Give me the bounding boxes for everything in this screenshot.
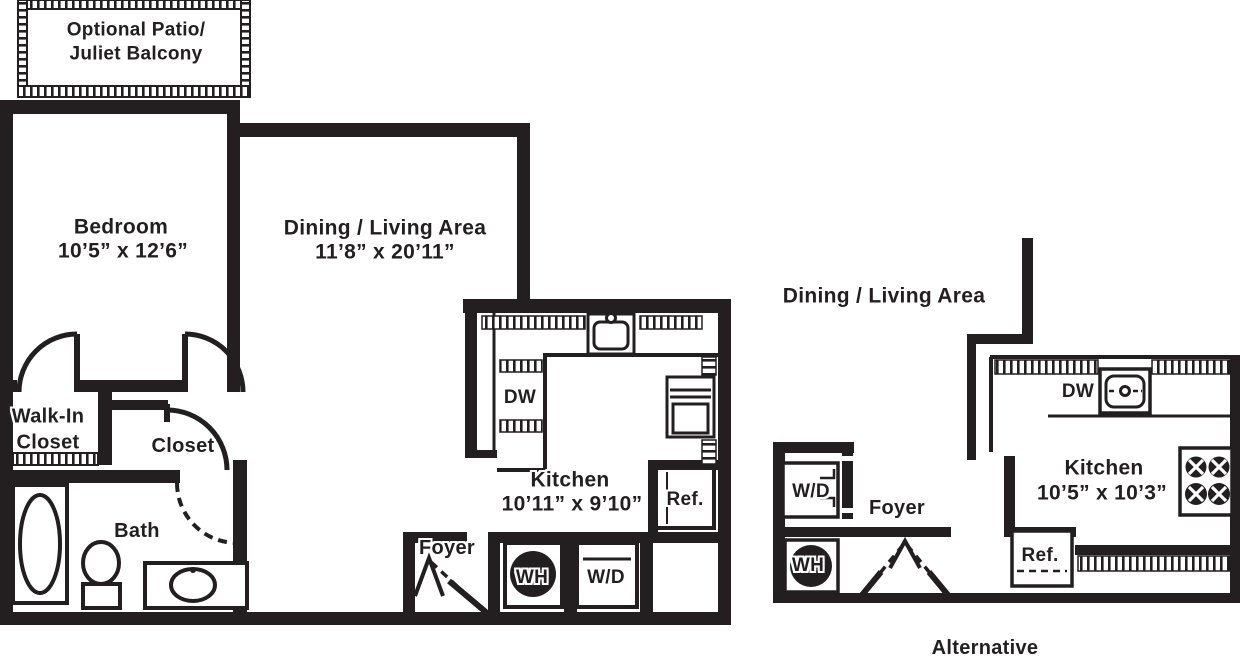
water-heater-label: WH — [515, 566, 549, 588]
kitchen-sink-fixture — [586, 312, 636, 356]
dining-living-label: Dining / Living Area — [283, 216, 487, 240]
alt-entry-door — [859, 536, 951, 597]
bath-fixtures — [11, 483, 249, 610]
alt-water-heater-fixture — [783, 538, 840, 594]
alt-kitchen-label: Kitchen — [1064, 456, 1144, 480]
foyer-label: Foyer — [419, 537, 475, 560]
refrigerator-fixture — [654, 466, 716, 530]
door-pivot-notches — [841, 456, 854, 513]
kitchen-dimensions: 10’11” x 9’10” — [501, 492, 643, 516]
kitchen-label: Kitchen — [530, 468, 610, 492]
water-heater-fixture — [503, 541, 564, 609]
alt-dishwasher-label: DW — [1061, 380, 1095, 402]
entry-door-arrow — [888, 536, 922, 569]
range-fixture — [665, 375, 716, 439]
entry-door-arrow — [413, 552, 445, 597]
faucet-icon — [190, 567, 196, 573]
vanity-sink-fixture — [143, 561, 249, 610]
alt-foyer-label: Foyer — [869, 497, 925, 520]
main-walls — [0, 100, 731, 625]
bath-label: Bath — [114, 520, 160, 543]
bathtub-fixture — [11, 483, 69, 605]
faucet-icon — [605, 312, 617, 324]
kitchen-counters — [481, 313, 718, 472]
toilet-fixture — [81, 540, 122, 610]
alternative-caption: Alternative — [931, 637, 1039, 660]
alt-kitchen-dimensions: 10’5” x 10’3” — [1037, 481, 1167, 505]
alt-refrigerator-fixture — [1010, 529, 1074, 588]
alt-kitchen-counters — [989, 355, 1231, 572]
faucet-icon — [1119, 385, 1131, 397]
alternative-floor-plan — [773, 238, 1240, 603]
entry-door-leaf — [447, 578, 489, 616]
main-floor-plan — [0, 0, 731, 625]
bedroom-left-door-arc — [16, 331, 78, 393]
washer-dryer-label: W/D — [587, 566, 625, 588]
dining-living-dimensions: 11’8” x 20’11” — [315, 240, 455, 264]
refrigerator-label: Ref. — [666, 488, 704, 510]
walk-in-closet-label: Walk-In Closet — [11, 405, 85, 453]
alt-water-heater-label: WH — [791, 554, 825, 576]
closet-door-arc — [166, 407, 230, 471]
alt-dining-living-label: Dining / Living Area — [782, 284, 986, 308]
alt-refrigerator-label: Ref. — [1021, 544, 1059, 566]
alt-washer-dryer-label: W/D — [792, 480, 830, 502]
alt-walls — [773, 238, 1240, 603]
stove-fixture — [1178, 446, 1234, 517]
burner-icons — [1185, 456, 1230, 505]
bedroom-dimensions: 10’5” x 12’6” — [58, 239, 188, 263]
balcony-label: Optional Patio/ Juliet Balcony — [66, 19, 206, 65]
bedroom-right-door-arc — [184, 331, 246, 393]
door-swings — [16, 331, 489, 616]
alt-washer-dryer-fixture — [781, 461, 840, 519]
alt-kitchen-sink-fixture — [1098, 367, 1152, 415]
bath-door-arc-dashed — [175, 482, 238, 545]
washer-dryer-fixture — [575, 541, 639, 609]
dishwasher-label: DW — [503, 386, 537, 408]
closet-label: Closet — [151, 435, 215, 458]
walk-in-closet-shelf-hatch — [12, 452, 99, 466]
bedroom-label: Bedroom — [73, 215, 169, 239]
balcony-walls — [17, 0, 251, 98]
